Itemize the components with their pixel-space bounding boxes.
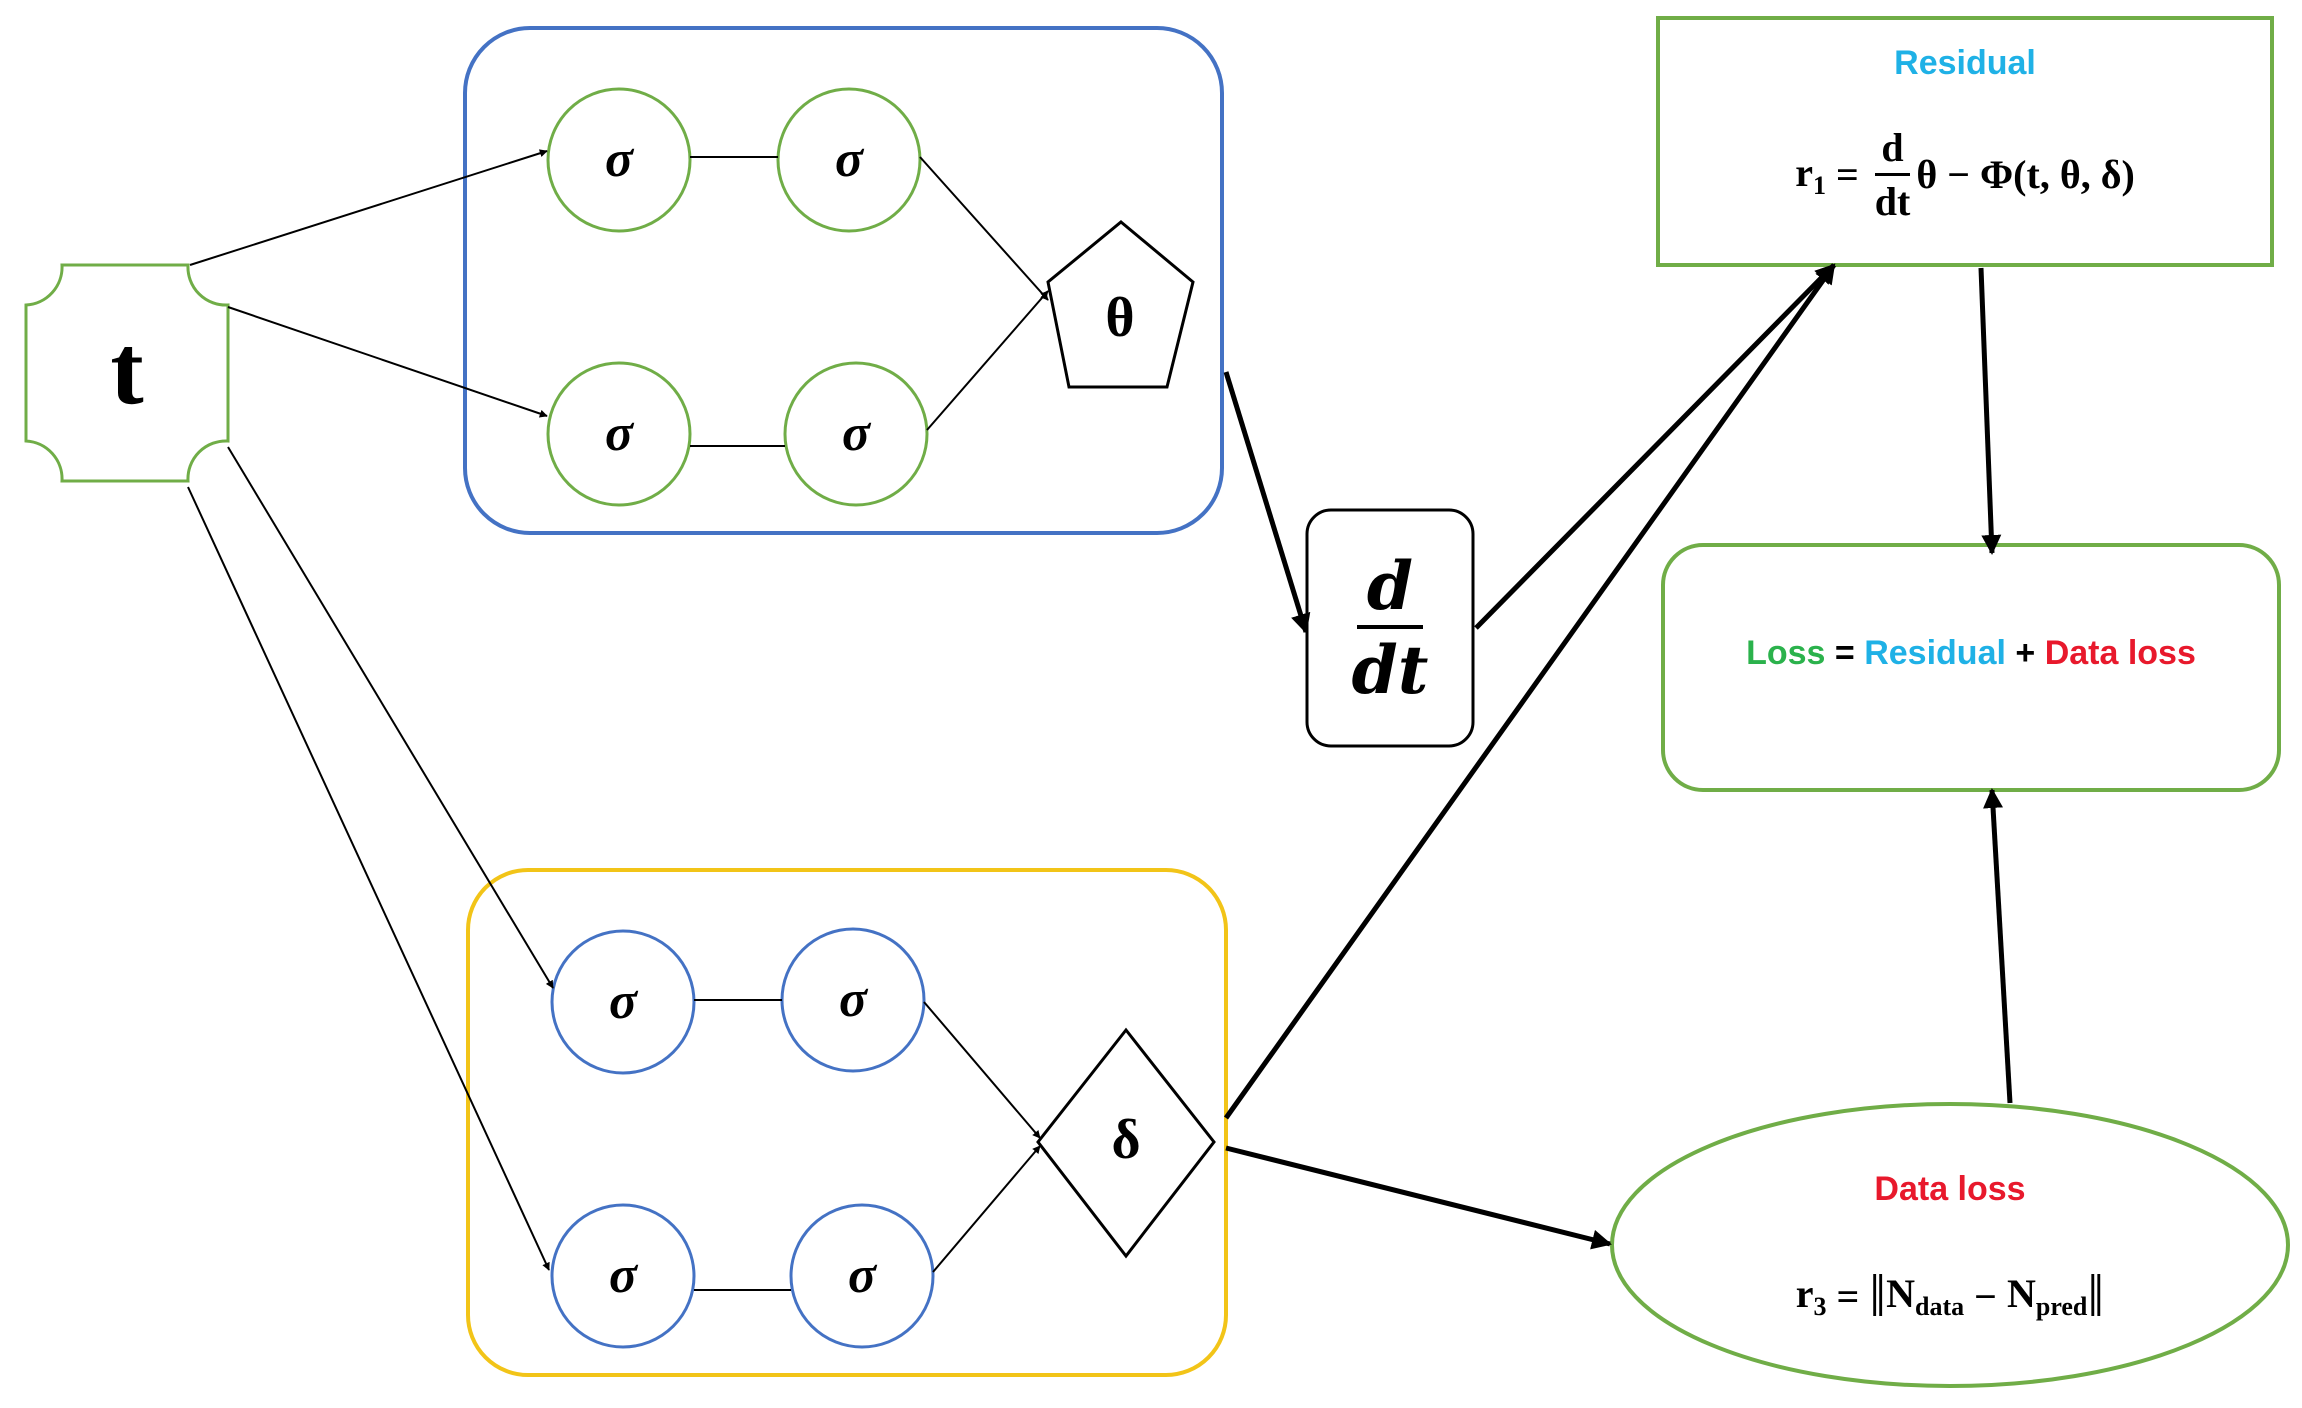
top-network-box bbox=[463, 26, 1224, 535]
data-loss-ellipse bbox=[1610, 1102, 2290, 1388]
arrow bbox=[227, 446, 554, 989]
sigma-label: σ bbox=[834, 131, 864, 188]
theta-label: θ bbox=[1105, 287, 1135, 349]
loss-term: Loss bbox=[1746, 634, 1826, 672]
data-loss-lhs: r3 bbox=[1795, 1271, 1827, 1321]
bottom-network-box bbox=[466, 868, 1228, 1377]
neuron-bottom-1 bbox=[550, 929, 696, 1075]
residual-box bbox=[1656, 16, 2274, 267]
arrow bbox=[932, 1145, 1041, 1273]
sigma-label: σ bbox=[608, 1247, 638, 1304]
residual-title: Residual bbox=[1894, 44, 2036, 82]
loss-data-term: Data loss bbox=[2044, 634, 2196, 672]
loss-box bbox=[1661, 543, 2281, 792]
delta-label: δ bbox=[1111, 1109, 1141, 1171]
arrow-delta-to-data-loss bbox=[1225, 1145, 1612, 1250]
sigma-label: σ bbox=[838, 971, 868, 1028]
neuron-top-2 bbox=[776, 87, 922, 233]
sigma-label: σ bbox=[604, 405, 634, 462]
arrow-data-loss-to-loss bbox=[1983, 788, 2013, 1104]
n-pred: Npred bbox=[2006, 1271, 2088, 1321]
sigma-label: σ bbox=[847, 1247, 877, 1304]
derivative-operator: d dt bbox=[1307, 510, 1473, 746]
sigma-label: σ bbox=[604, 131, 634, 188]
norm-open: ‖ bbox=[1869, 1263, 1887, 1329]
arrow bbox=[189, 149, 548, 266]
arrow bbox=[926, 290, 1049, 431]
arrow-derivative-to-residual bbox=[1474, 263, 1836, 630]
arrow bbox=[227, 306, 548, 418]
arrow bbox=[923, 1001, 1041, 1139]
neuron-top-3 bbox=[546, 361, 692, 507]
data-loss-equation: r3 = ‖ Ndata − Npred ‖ bbox=[1612, 1266, 2288, 1326]
neuron-top-4 bbox=[783, 361, 929, 507]
residual-equation: r1 = d dt θ − Φ(t, θ, δ) bbox=[1658, 124, 2272, 225]
neuron-top-1 bbox=[546, 87, 692, 233]
neuron-bottom-4 bbox=[789, 1203, 935, 1349]
arrow bbox=[187, 486, 550, 1271]
loss-plus: + bbox=[2015, 634, 2036, 672]
arrow-residual-to-loss bbox=[1978, 267, 2002, 555]
loss-eq: = bbox=[1834, 634, 1855, 672]
data-loss-title: Data loss bbox=[1874, 1170, 2026, 1208]
loss-residual-term: Residual bbox=[1864, 634, 2006, 672]
neuron-bottom-3 bbox=[550, 1203, 696, 1349]
sigma-label: σ bbox=[608, 973, 638, 1030]
n-data: Ndata bbox=[1886, 1271, 1965, 1321]
delta-output-node bbox=[1036, 1027, 1216, 1259]
sigma-label: σ bbox=[841, 405, 871, 462]
derivative-numerator: d bbox=[1356, 553, 1424, 629]
residual-fraction: d dt bbox=[1874, 125, 1911, 224]
derivative-denominator: dt bbox=[1351, 631, 1429, 709]
residual-rest: θ − Φ(t, θ, δ) bbox=[1916, 152, 2135, 197]
arrow bbox=[919, 156, 1049, 301]
input-node bbox=[24, 263, 230, 483]
norm-close: ‖ bbox=[2087, 1263, 2105, 1329]
residual-lhs: r1 bbox=[1795, 149, 1826, 200]
input-label: t bbox=[110, 314, 144, 425]
data-loss-eq-sign: = bbox=[1836, 1273, 1860, 1319]
loss-formula: Loss = Residual + Data loss bbox=[1663, 634, 2279, 673]
arrow-theta-to-derivative bbox=[1223, 371, 1311, 634]
arrow-delta-to-residual bbox=[1223, 263, 1837, 1120]
data-loss-minus: − bbox=[1974, 1273, 1997, 1319]
theta-output-node bbox=[1046, 220, 1195, 389]
residual-eq-sign: = bbox=[1835, 152, 1859, 197]
